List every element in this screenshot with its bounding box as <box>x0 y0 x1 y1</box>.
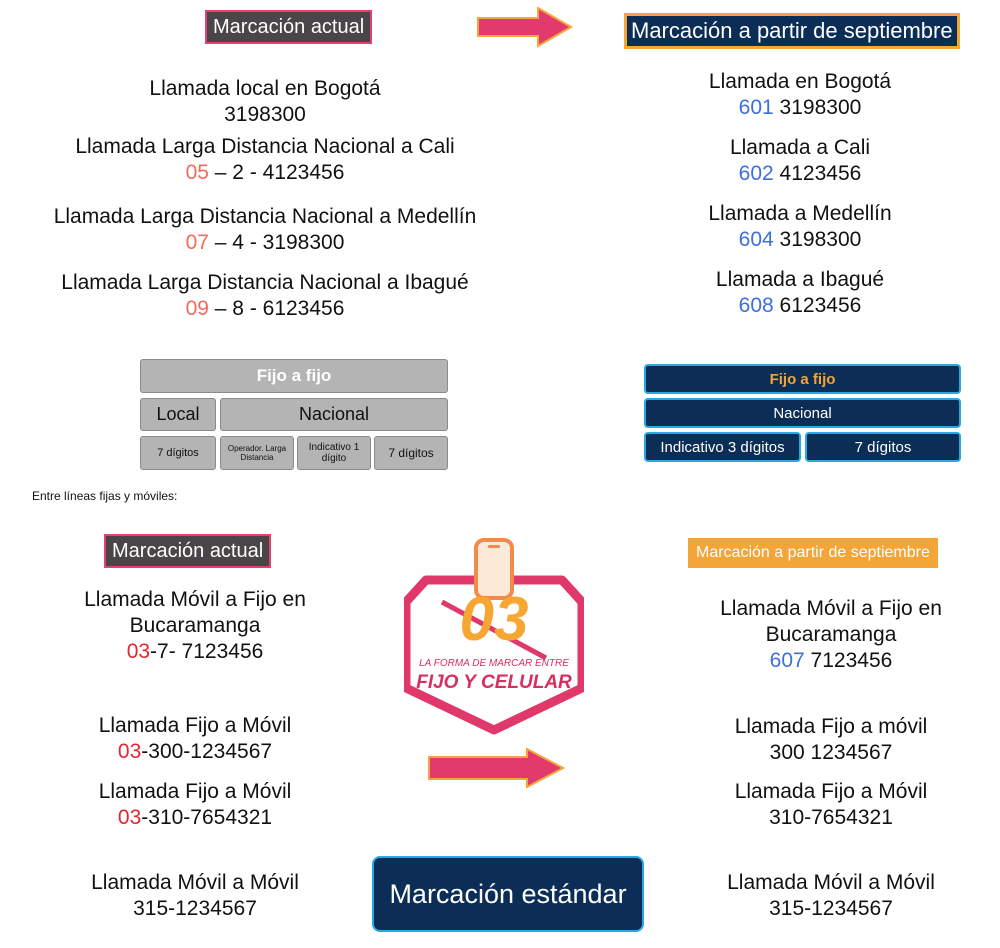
call-title: Llamada local en Bogotá <box>149 77 381 100</box>
call-title: Llamada Fijo a Móvil <box>734 780 928 803</box>
list-item: Llamada Móvil a Fijo en Bucaramanga 03-7… <box>40 587 350 665</box>
new-dialing-header: Marcación a partir de septiembre <box>688 538 938 568</box>
call-title: Llamada en Bogotá <box>708 70 892 93</box>
call-prefix: 05 <box>185 161 209 184</box>
call-number: -7- 7123456 <box>150 640 264 663</box>
list-item: Llamada Larga Distancia Nacional a Cali … <box>30 134 500 186</box>
call-number: 3198300 <box>773 96 862 119</box>
call-number: 3198300 <box>224 103 306 126</box>
call-number: 300 1234567 <box>769 741 893 764</box>
call-title: Llamada Móvil a Fijo en <box>720 597 942 620</box>
call-title: Llamada Fijo a móvil <box>734 715 928 738</box>
call-number: – 8 - 6123456 <box>208 297 345 320</box>
list-item: Llamada a Medellín 604 3198300 <box>640 201 960 253</box>
call-number: 7123456 <box>804 649 893 672</box>
call-title: Llamada Móvil a Fijo en <box>84 588 306 611</box>
right-arrow-icon <box>477 6 574 48</box>
call-prefix: 07 <box>185 231 209 254</box>
list-item: Llamada a Ibagué 608 6123456 <box>640 267 960 319</box>
call-prefix: 601 <box>738 96 774 119</box>
gray-table-cell: Indicativo 1 dígito <box>297 436 371 470</box>
call-title: Llamada Fijo a Móvil <box>98 714 292 737</box>
list-item: Llamada Fijo a móvil 300 1234567 <box>676 714 986 766</box>
new-dialing-header: Marcación a partir de septiembre <box>624 13 960 49</box>
call-title: Llamada a Cali <box>729 136 871 159</box>
list-item: Llamada Móvil a Fijo en Bucaramanga 607 … <box>676 596 986 674</box>
current-dialing-header: Marcación actual <box>205 10 373 44</box>
call-title: Llamada Móvil a Móvil <box>727 871 935 894</box>
call-number: 315-1234567 <box>133 897 257 920</box>
call-prefix: 602 <box>738 162 774 185</box>
list-item: Llamada a Cali 602 4123456 <box>640 135 960 187</box>
list-item: Llamada Larga Distancia Nacional a Medel… <box>30 204 500 256</box>
gray-table-cell: 7 dígitos <box>374 436 448 470</box>
right-arrow-icon <box>428 747 566 789</box>
call-number: – 2 - 4123456 <box>208 161 345 184</box>
call-title: Llamada Larga Distancia Nacional a Ibagu… <box>61 271 469 294</box>
call-number: – 4 - 3198300 <box>208 231 345 254</box>
navy-table-title: Fijo a fijo <box>644 364 961 394</box>
list-item: Llamada Fijo a Móvil 03-310-7654321 <box>40 779 350 831</box>
logo-big-number: 03 <box>459 585 529 654</box>
call-prefix: 03 <box>117 740 142 763</box>
call-prefix: 03 <box>117 806 142 829</box>
call-title: Llamada Móvil a Móvil <box>91 871 299 894</box>
call-number: 6123456 <box>773 294 862 317</box>
call-title: Llamada a Medellín <box>708 202 892 225</box>
section-label: Entre líneas fijas y móviles: <box>32 489 178 503</box>
call-prefix: 607 <box>769 649 805 672</box>
call-title: Llamada a Ibagué <box>715 268 885 291</box>
logo-line2: FIJO Y CELULAR <box>416 672 572 693</box>
list-item: Llamada local en Bogotá 3198300 <box>30 76 500 128</box>
gray-table-cell: 7 dígitos <box>140 436 216 470</box>
navy-table-nacional: Nacional <box>644 398 961 428</box>
call-prefix: 608 <box>738 294 774 317</box>
call-number: 3198300 <box>773 228 862 251</box>
call-number: -300-1234567 <box>141 740 273 763</box>
navy-table-cell: Indicativo 3 dígitos <box>644 432 801 462</box>
call-title: Llamada Larga Distancia Nacional a Cali <box>75 135 455 158</box>
phone-icon <box>474 538 514 600</box>
call-number: -310-7654321 <box>141 806 273 829</box>
current-dialing-header: Marcación actual <box>104 534 272 568</box>
gray-table-title: Fijo a fijo <box>140 359 448 393</box>
call-title: Bucaramanga <box>765 623 897 646</box>
gray-table-cell: Operador. Larga Distancia <box>220 436 294 470</box>
call-title: Bucaramanga <box>129 614 261 637</box>
call-number: 4123456 <box>773 162 862 185</box>
list-item: Llamada Fijo a Móvil 310-7654321 <box>676 779 986 831</box>
list-item: Llamada en Bogotá 601 3198300 <box>640 69 960 121</box>
call-prefix: 604 <box>738 228 774 251</box>
gray-table-nacional: Nacional <box>220 398 448 431</box>
call-number: 315-1234567 <box>769 897 893 920</box>
call-title: Llamada Larga Distancia Nacional a Medel… <box>53 205 477 228</box>
gray-table-local: Local <box>140 398 216 431</box>
logo-badge: 03 LA FORMA DE MARCAR ENTRE FIJO Y CELUL… <box>401 530 587 745</box>
list-item: Llamada Larga Distancia Nacional a Ibagu… <box>30 270 500 322</box>
logo-line1: LA FORMA DE MARCAR ENTRE <box>419 658 569 669</box>
list-item: Llamada Fijo a Móvil 03-300-1234567 <box>40 713 350 765</box>
current-dialing-list: Llamada local en Bogotá 3198300 Llamada … <box>30 76 500 322</box>
badge-shape <box>401 538 587 735</box>
call-title: Llamada Fijo a Móvil <box>98 780 292 803</box>
call-prefix: 09 <box>185 297 209 320</box>
call-prefix: 03 <box>126 640 151 663</box>
navy-table-cell: 7 dígitos <box>805 432 961 462</box>
standard-dialing-button[interactable]: Marcación estándar <box>372 856 644 932</box>
list-item: Llamada Móvil a Móvil 315-1234567 <box>40 870 350 922</box>
list-item: Llamada Móvil a Móvil 315-1234567 <box>676 870 986 922</box>
new-dialing-list: Llamada en Bogotá 601 3198300 Llamada a … <box>640 69 960 319</box>
call-number: 310-7654321 <box>769 806 893 829</box>
